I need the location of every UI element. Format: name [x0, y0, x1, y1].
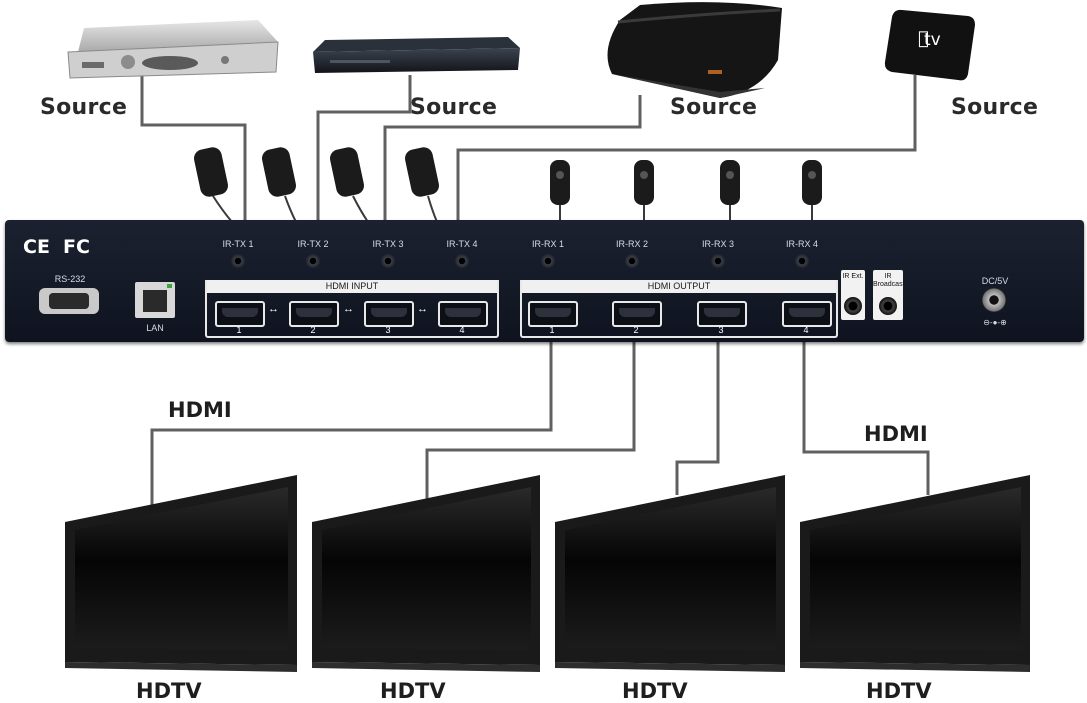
- hdmi-input-port-number: 3: [385, 325, 391, 335]
- ir-emitter-4-icon: [404, 147, 440, 197]
- ir-receiver-4-icon: [802, 160, 822, 205]
- hdmi-output-port-4[interactable]: [782, 301, 832, 327]
- hdmi-input-port-number: 2: [310, 325, 316, 335]
- hdmi-input-title: HDMI INPUT: [207, 280, 497, 293]
- ir-emitter-1-icon: [193, 147, 229, 197]
- hdmi-output-port-number: 4: [803, 325, 809, 335]
- ir-receiver-3-icon: [720, 160, 740, 205]
- ir-tx-2-label: IR-TX 2: [297, 239, 329, 249]
- dc-power-jack[interactable]: [982, 288, 1006, 312]
- lan-label: LAN: [146, 323, 164, 333]
- hdmi-output-port-number: 2: [633, 325, 639, 335]
- ir-broadcast-port[interactable]: IR Broadcast: [873, 270, 905, 320]
- ir-tx-4-label: IR-TX 4: [446, 239, 478, 249]
- hdmi-output-port-number: 1: [549, 325, 555, 335]
- fcc-logo: FC: [63, 236, 90, 258]
- source-1-cable: [140, 70, 247, 222]
- ir-tx-1-cord: [212, 195, 233, 223]
- apple-tv-icon:  tv: [884, 9, 975, 81]
- rs232-port[interactable]: [39, 288, 99, 314]
- hdmi-matrix-panel: CE FC RS-232 LAN IR-TX 1 IR-TX 2 IR-TX 3…: [5, 220, 1084, 342]
- game-console-icon: [607, 2, 782, 99]
- polarity-icon: ⊖-●-⊕: [983, 318, 1007, 327]
- hdmi-output-port-number: 3: [718, 325, 724, 335]
- ir-tx-3-cord: [352, 195, 369, 223]
- hdmi-input-port-4[interactable]: [438, 301, 488, 327]
- hdmi-output-group: HDMI OUTPUT 1 2 3 4: [520, 280, 838, 338]
- hdmi-output-port-2[interactable]: [612, 301, 662, 327]
- ir-rx-2-label: IR-RX 2: [615, 239, 648, 249]
- ir-emitters: [193, 147, 440, 197]
- ir-rx-3-label: IR-RX 3: [701, 239, 734, 249]
- ir-rx-2-jack[interactable]: [625, 254, 639, 268]
- hdmi-input-group: HDMI INPUT ↔ ↔ ↔ 1 2 3 4: [205, 280, 499, 338]
- lan-port[interactable]: [135, 282, 175, 318]
- hdtv-label-4: HDTV: [866, 679, 932, 703]
- ir-ext-port[interactable]: IR Ext.: [841, 270, 865, 320]
- hdtv-label-3: HDTV: [622, 679, 688, 703]
- svg-text:tv: tv: [924, 30, 941, 50]
- ir-tx-4-cord: [427, 195, 438, 223]
- hdtv-label-2: HDTV: [380, 679, 446, 703]
- output-2-cable: [425, 342, 636, 500]
- hdtv-4-icon: [800, 475, 1030, 672]
- ir-rx-1-label: IR-RX 1: [531, 239, 564, 249]
- satellite-receiver-icon: [67, 20, 279, 79]
- link-arrow-icon: ↔: [268, 303, 279, 315]
- link-arrow-icon: ↔: [417, 303, 428, 315]
- dc-label: DC/5V: [981, 276, 1009, 286]
- ir-emitter-3-icon: [329, 147, 365, 197]
- hdmi-cable-label-2: HDMI: [864, 422, 928, 446]
- hdmi-input-port-2[interactable]: [289, 301, 339, 327]
- source-label-3: Source: [670, 95, 758, 120]
- ir-rx-4-jack[interactable]: [795, 254, 809, 268]
- ir-tx-1-label: IR-TX 1: [222, 239, 254, 249]
- hdmi-cable-label-1: HDMI: [168, 398, 232, 422]
- source-4-cable: [456, 75, 917, 222]
- hdmi-output-port-1[interactable]: [528, 301, 578, 327]
- ir-receiver-2-icon: [634, 160, 654, 205]
- hdmi-input-port-number: 4: [459, 325, 465, 335]
- ir-rx-1-jack[interactable]: [541, 254, 555, 268]
- ir-ext-label: IR Ext.: [842, 273, 864, 280]
- ir-receiver-1-icon: [550, 160, 570, 205]
- hdmi-input-port-number: 1: [236, 325, 242, 335]
- ir-tx-4-jack[interactable]: [455, 254, 469, 268]
- source-2-cable: [316, 75, 412, 222]
- hdmi-input-port-1[interactable]: [215, 301, 265, 327]
- ir-tx-1-jack[interactable]: [231, 254, 245, 268]
- link-arrow-icon: ↔: [343, 303, 354, 315]
- source-label-1: Source: [40, 95, 128, 120]
- output-4-cable: [802, 342, 930, 495]
- hdtv-3-icon: [555, 475, 785, 672]
- ir-tx-3-label: IR-TX 3: [372, 239, 404, 249]
- hdtv-1-icon: [65, 475, 297, 672]
- hdtv-label-1: HDTV: [136, 679, 202, 703]
- source-label-4: Source: [951, 95, 1039, 120]
- source-3-cable: [383, 95, 642, 222]
- ir-rx-4-label: IR-RX 4: [785, 239, 818, 249]
- ir-rx-3-jack[interactable]: [711, 254, 725, 268]
- ir-tx-3-jack[interactable]: [381, 254, 395, 268]
- output-3-cable: [675, 342, 720, 495]
- output-1-cable: [150, 342, 553, 505]
- ir-receivers: [550, 160, 822, 205]
- hdmi-input-port-3[interactable]: [364, 301, 414, 327]
- dvd-player-icon: [313, 37, 520, 73]
- hdmi-output-port-3[interactable]: [697, 301, 747, 327]
- ir-tx-2-jack[interactable]: [306, 254, 320, 268]
- ir-tx-2-cord: [284, 195, 297, 223]
- hdtv-2-icon: [312, 475, 540, 672]
- ir-emitter-2-icon: [261, 147, 297, 197]
- ce-logo: CE: [23, 236, 50, 258]
- hdmi-output-title: HDMI OUTPUT: [522, 280, 836, 293]
- source-label-2: Source: [410, 95, 498, 120]
- apple-tv-logo: : [918, 28, 929, 49]
- rs232-label: RS-232: [54, 274, 86, 284]
- ir-broadcast-label: IR Broadcast: [873, 273, 905, 288]
